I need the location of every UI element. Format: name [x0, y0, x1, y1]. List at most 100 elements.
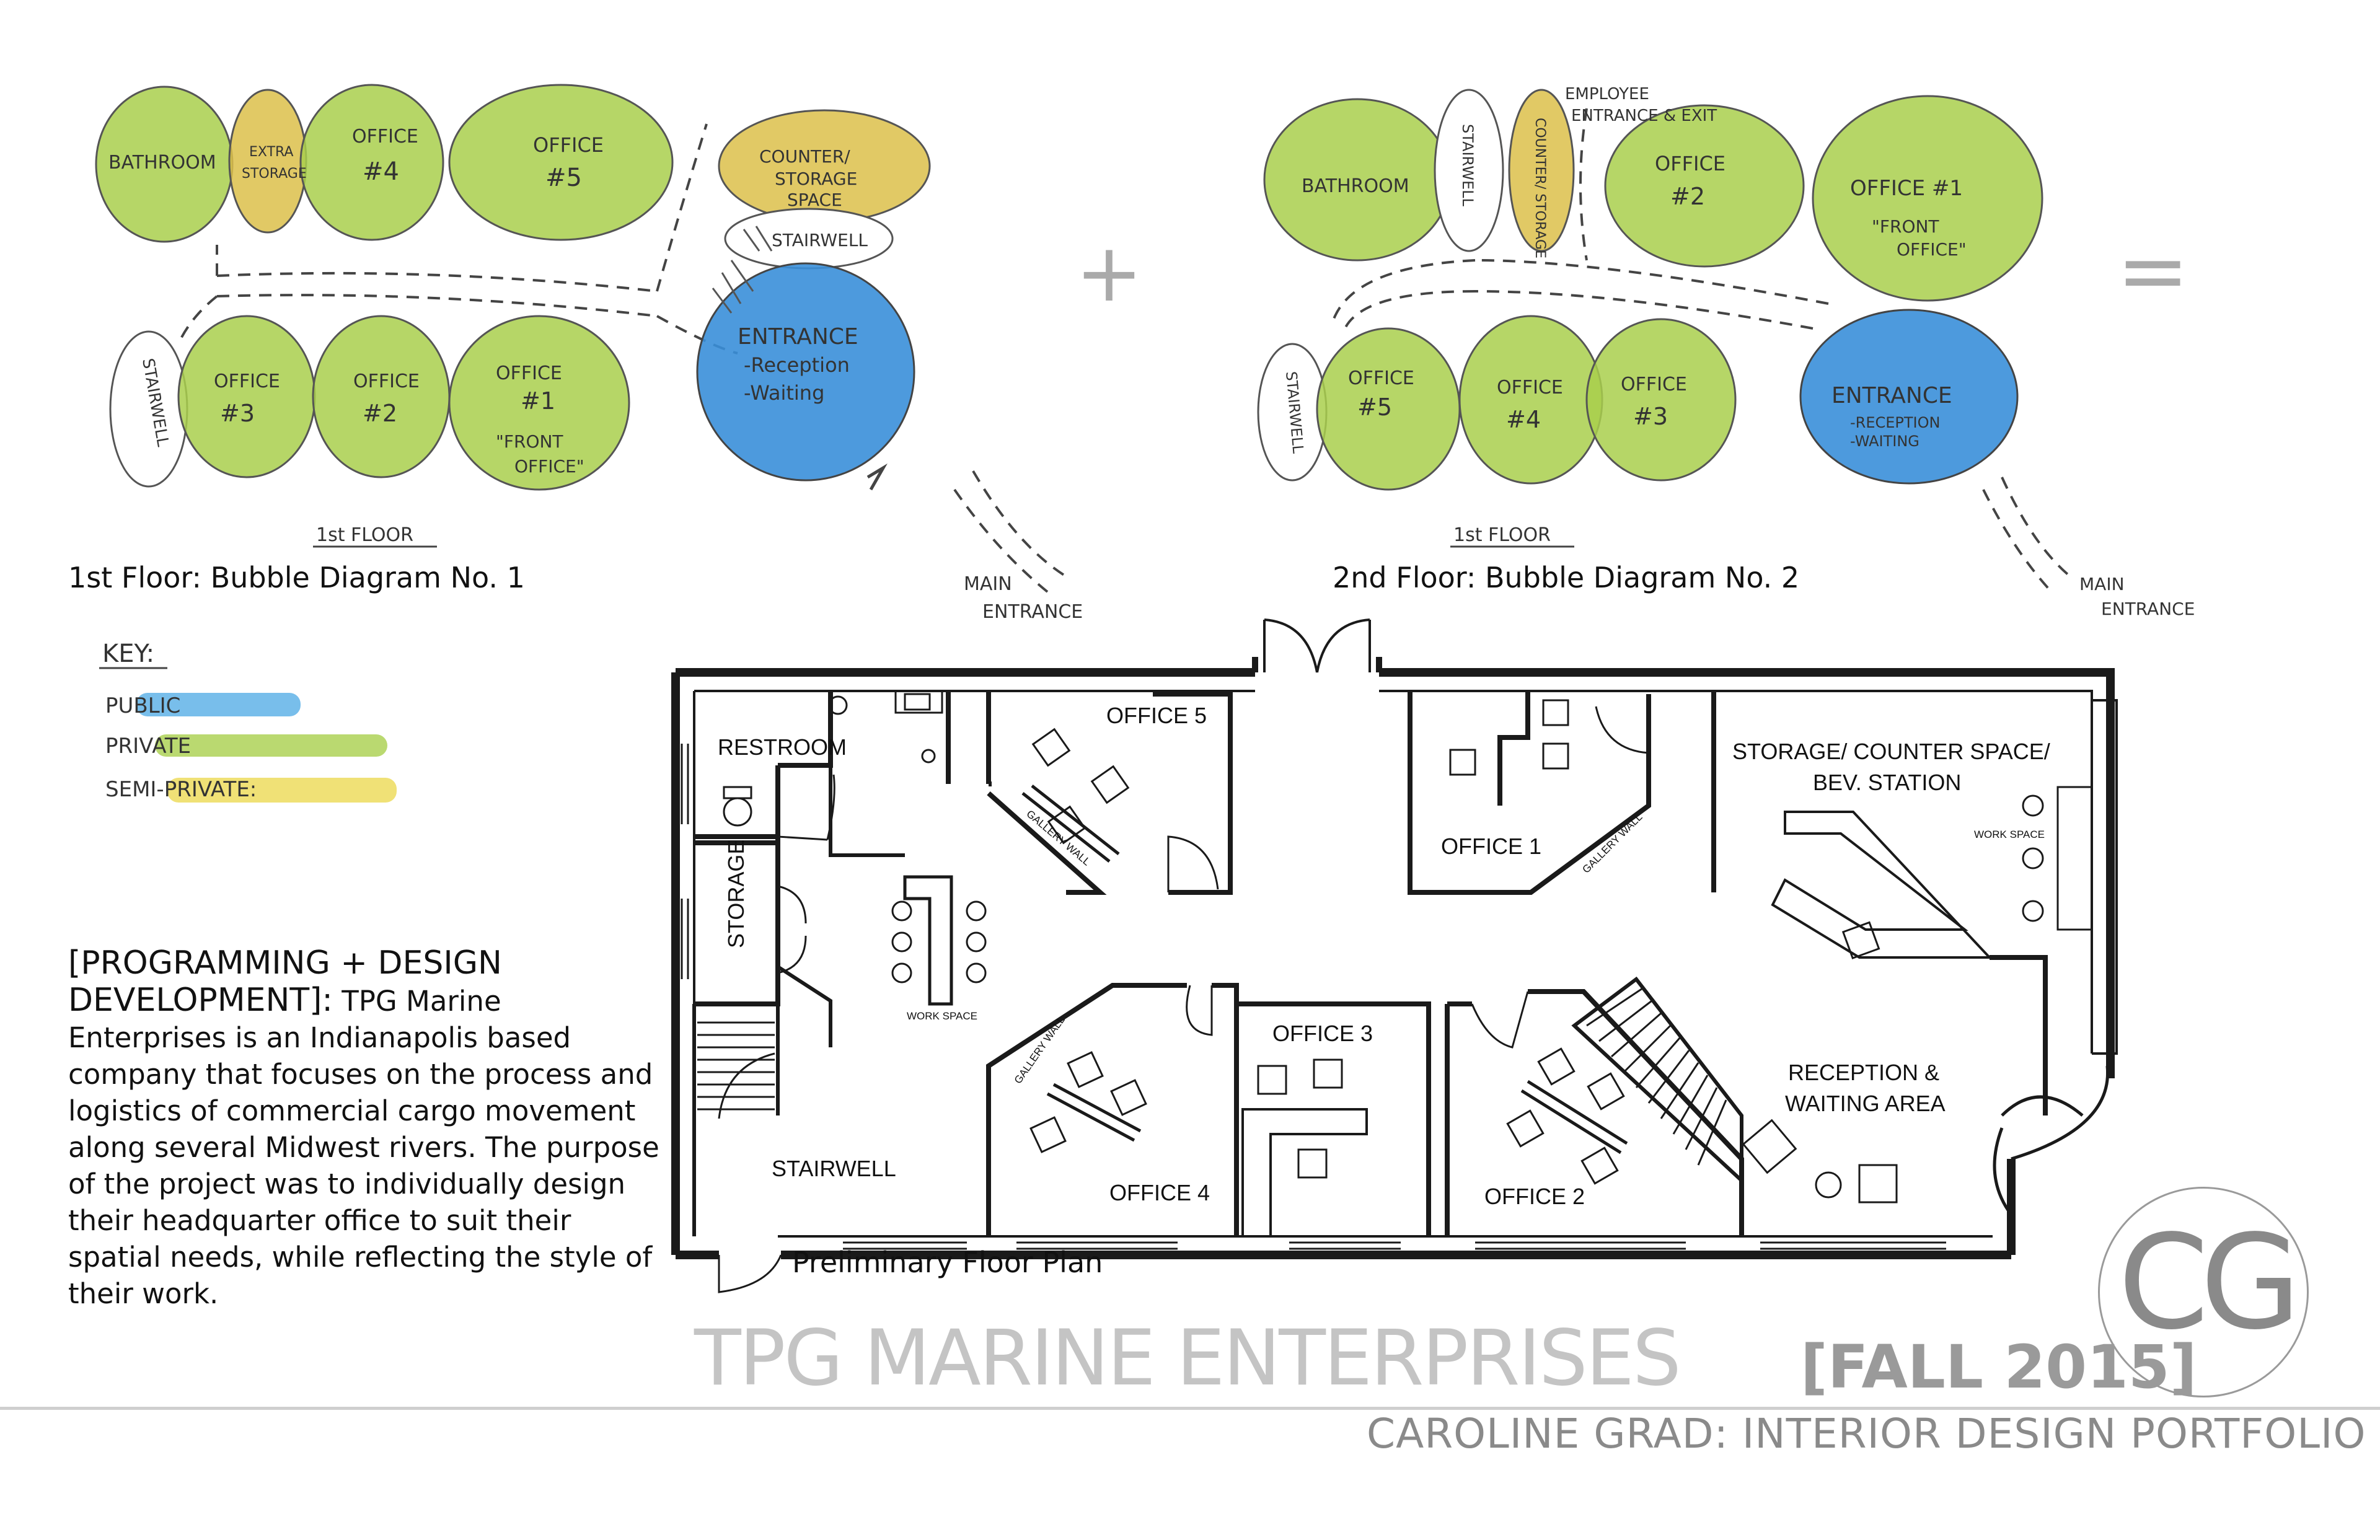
office1-chair-c [1542, 742, 1569, 770]
restroom-toilet-tank [723, 786, 752, 799]
bubble-office2-label-1b: #2 [363, 400, 397, 427]
bubble-office3-label-2b: #3 [1633, 403, 1668, 430]
floor-plan-labels: RESTROOM STORAGE STAIRWELL OFFICE 5 OFFI… [718, 703, 2050, 1209]
main-stair-treads [1586, 987, 1727, 1166]
project-season: [FALL 2015] [1800, 1332, 2197, 1402]
label-work-space-center: WORK SPACE [907, 1010, 977, 1022]
bubble-extra-storage-label-1a: EXTRA [249, 144, 293, 160]
bubble-office1-2 [1812, 95, 2043, 302]
room-label-stairwell: STAIRWELL [772, 1156, 896, 1181]
office5-chair-b [1090, 765, 1130, 804]
bubble-counter-label-2: COUNTER/ STORAGE [1532, 118, 1548, 258]
bubble-office3-1 [177, 315, 316, 478]
work-space-stool-c [2022, 900, 2044, 922]
employee-note-a: EMPLOYEE [1565, 85, 1649, 103]
office1-walls [1408, 691, 1651, 895]
bubble-bathroom-label-2: BATHROOM [1302, 175, 1409, 197]
description-body: TPG Marine Enterprises is an Indianapoli… [68, 985, 659, 1310]
label-gallery-wall-2: GALLERY WALL [1580, 811, 1644, 876]
key-title: KEY: [102, 640, 154, 668]
entrance-note-2b: ENTRANCE [2101, 599, 2195, 619]
bubble-counter-2 [1508, 89, 1575, 252]
bubble-office4-label-2a: OFFICE [1497, 377, 1563, 398]
divider-rule [0, 1407, 2380, 1410]
office3-walls [1236, 1001, 1450, 1236]
central-stool-e [966, 931, 987, 953]
office5-door [1167, 835, 1219, 892]
circulation-path-2 [1331, 108, 2071, 593]
bubble-office5-label-1a: OFFICE [533, 133, 604, 157]
bubble-office5-label-2a: OFFICE [1348, 367, 1414, 389]
office4-chair-c [1029, 1116, 1067, 1153]
bubble-counter-label-1b: STORAGE [775, 169, 857, 189]
bubble-office3-label-1b: #3 [220, 400, 255, 427]
office2-desk [1520, 1080, 1628, 1155]
bubble-office3-label-2a: OFFICE [1621, 374, 1687, 395]
waiting-chair-b [1858, 1164, 1898, 1203]
stairwell-walls [692, 1004, 780, 1236]
top-entrance-doors [1263, 618, 1371, 673]
color-key: KEY: PUBLIC PRIVATE SEMI-PRIVATE: [99, 640, 397, 803]
restroom-toilet [723, 797, 752, 827]
office5-chair-c [1047, 805, 1086, 845]
caption-bubble-diagram-1: 1st Floor: Bubble Diagram No. 1 [68, 561, 525, 594]
bubble-office1-label-2a: OFFICE #1 [1850, 176, 1963, 201]
bubble-entrance-label-2c: -WAITING [1850, 433, 1919, 450]
office2-door [1471, 991, 1529, 1049]
key-swatch-private [155, 734, 387, 757]
room-label-office4: OFFICE 4 [1109, 1180, 1210, 1205]
office3-chair-c [1297, 1148, 1328, 1179]
bubble-office1-label-2b: "FRONT [1872, 216, 1939, 237]
work-space-stool-b [2022, 847, 2044, 869]
bubble-entrance-label-1c: -Waiting [744, 381, 824, 405]
office3-chair-a [1257, 1065, 1287, 1095]
bubble-office5-1 [448, 84, 674, 241]
office1-chair-b [1542, 699, 1569, 726]
stairwell-treads [697, 1021, 775, 1111]
office1-chair-a [1449, 749, 1476, 776]
portfolio-subtitle: CAROLINE GRAD: INTERIOR DESIGN PORTFOLIO [1367, 1410, 2366, 1458]
central-corridor-wall [777, 765, 905, 1047]
label-gallery-wall-1: GALLERY WALL [1024, 808, 1092, 868]
room-label-storage-counter-a: STORAGE/ COUNTER SPACE/ [1732, 739, 2050, 764]
bubble-office4-label-1a: OFFICE [352, 126, 418, 147]
reception-curved-entry [1993, 1065, 2110, 1216]
central-stool-c [891, 962, 912, 983]
bubble-stairwell-top-label-1: STAIRWELL [772, 230, 868, 250]
key-label-semi-private: SEMI-PRIVATE: [105, 777, 257, 802]
stairwell-door [718, 1052, 782, 1293]
bubble-office5-label-1b: #5 [545, 164, 582, 192]
room-label-office5: OFFICE 5 [1106, 703, 1207, 728]
bubble-office2-label-1a: OFFICE [353, 371, 420, 392]
bubble-office1-label-1b: #1 [521, 387, 555, 415]
storage-doors [777, 885, 807, 974]
bubble-entrance-label-2a: ENTRANCE [1831, 383, 1952, 408]
office4-walls [986, 983, 1239, 1236]
bubble-stairwell-top-2 [1434, 89, 1504, 252]
office2-walls [1447, 989, 1744, 1236]
office4-chair-a [1067, 1051, 1104, 1088]
exterior-wall-inner [693, 690, 2093, 1238]
bubble-office4-label-1b: #4 [363, 157, 399, 186]
bubble-office1-label-1a: OFFICE [496, 363, 562, 384]
main-stair-outline [1571, 976, 1743, 1185]
window-marks [681, 744, 1946, 1250]
key-swatch-semi-private [167, 778, 397, 803]
room-label-office3: OFFICE 3 [1272, 1021, 1373, 1046]
office5-walls [946, 691, 1233, 895]
work-space-stool-a [2022, 794, 2044, 817]
office5-desk [1021, 785, 1120, 863]
bubble-office1-label-1c: "FRONT [496, 431, 563, 452]
description-heading: [PROGRAMMING + DESIGN DEVELOPMENT]: [68, 944, 502, 1019]
office3-desk [1241, 1108, 1368, 1238]
central-stool-a [891, 900, 912, 922]
project-description: [PROGRAMMING + DESIGN DEVELOPMENT]: TPG … [68, 945, 663, 1312]
office4-desk [1046, 1083, 1142, 1142]
logo-monogram: CG [2118, 1207, 2301, 1358]
reception-desk [1771, 811, 1993, 959]
bubble-diagram-2: BATHROOM STAIRWELL COUNTER/ STORAGE OFFI… [1257, 85, 2195, 619]
bubble-counter-label-1c: SPACE [787, 190, 842, 210]
restroom-wall-sink [921, 749, 936, 763]
entrance-arrow-head-1 [866, 463, 888, 491]
